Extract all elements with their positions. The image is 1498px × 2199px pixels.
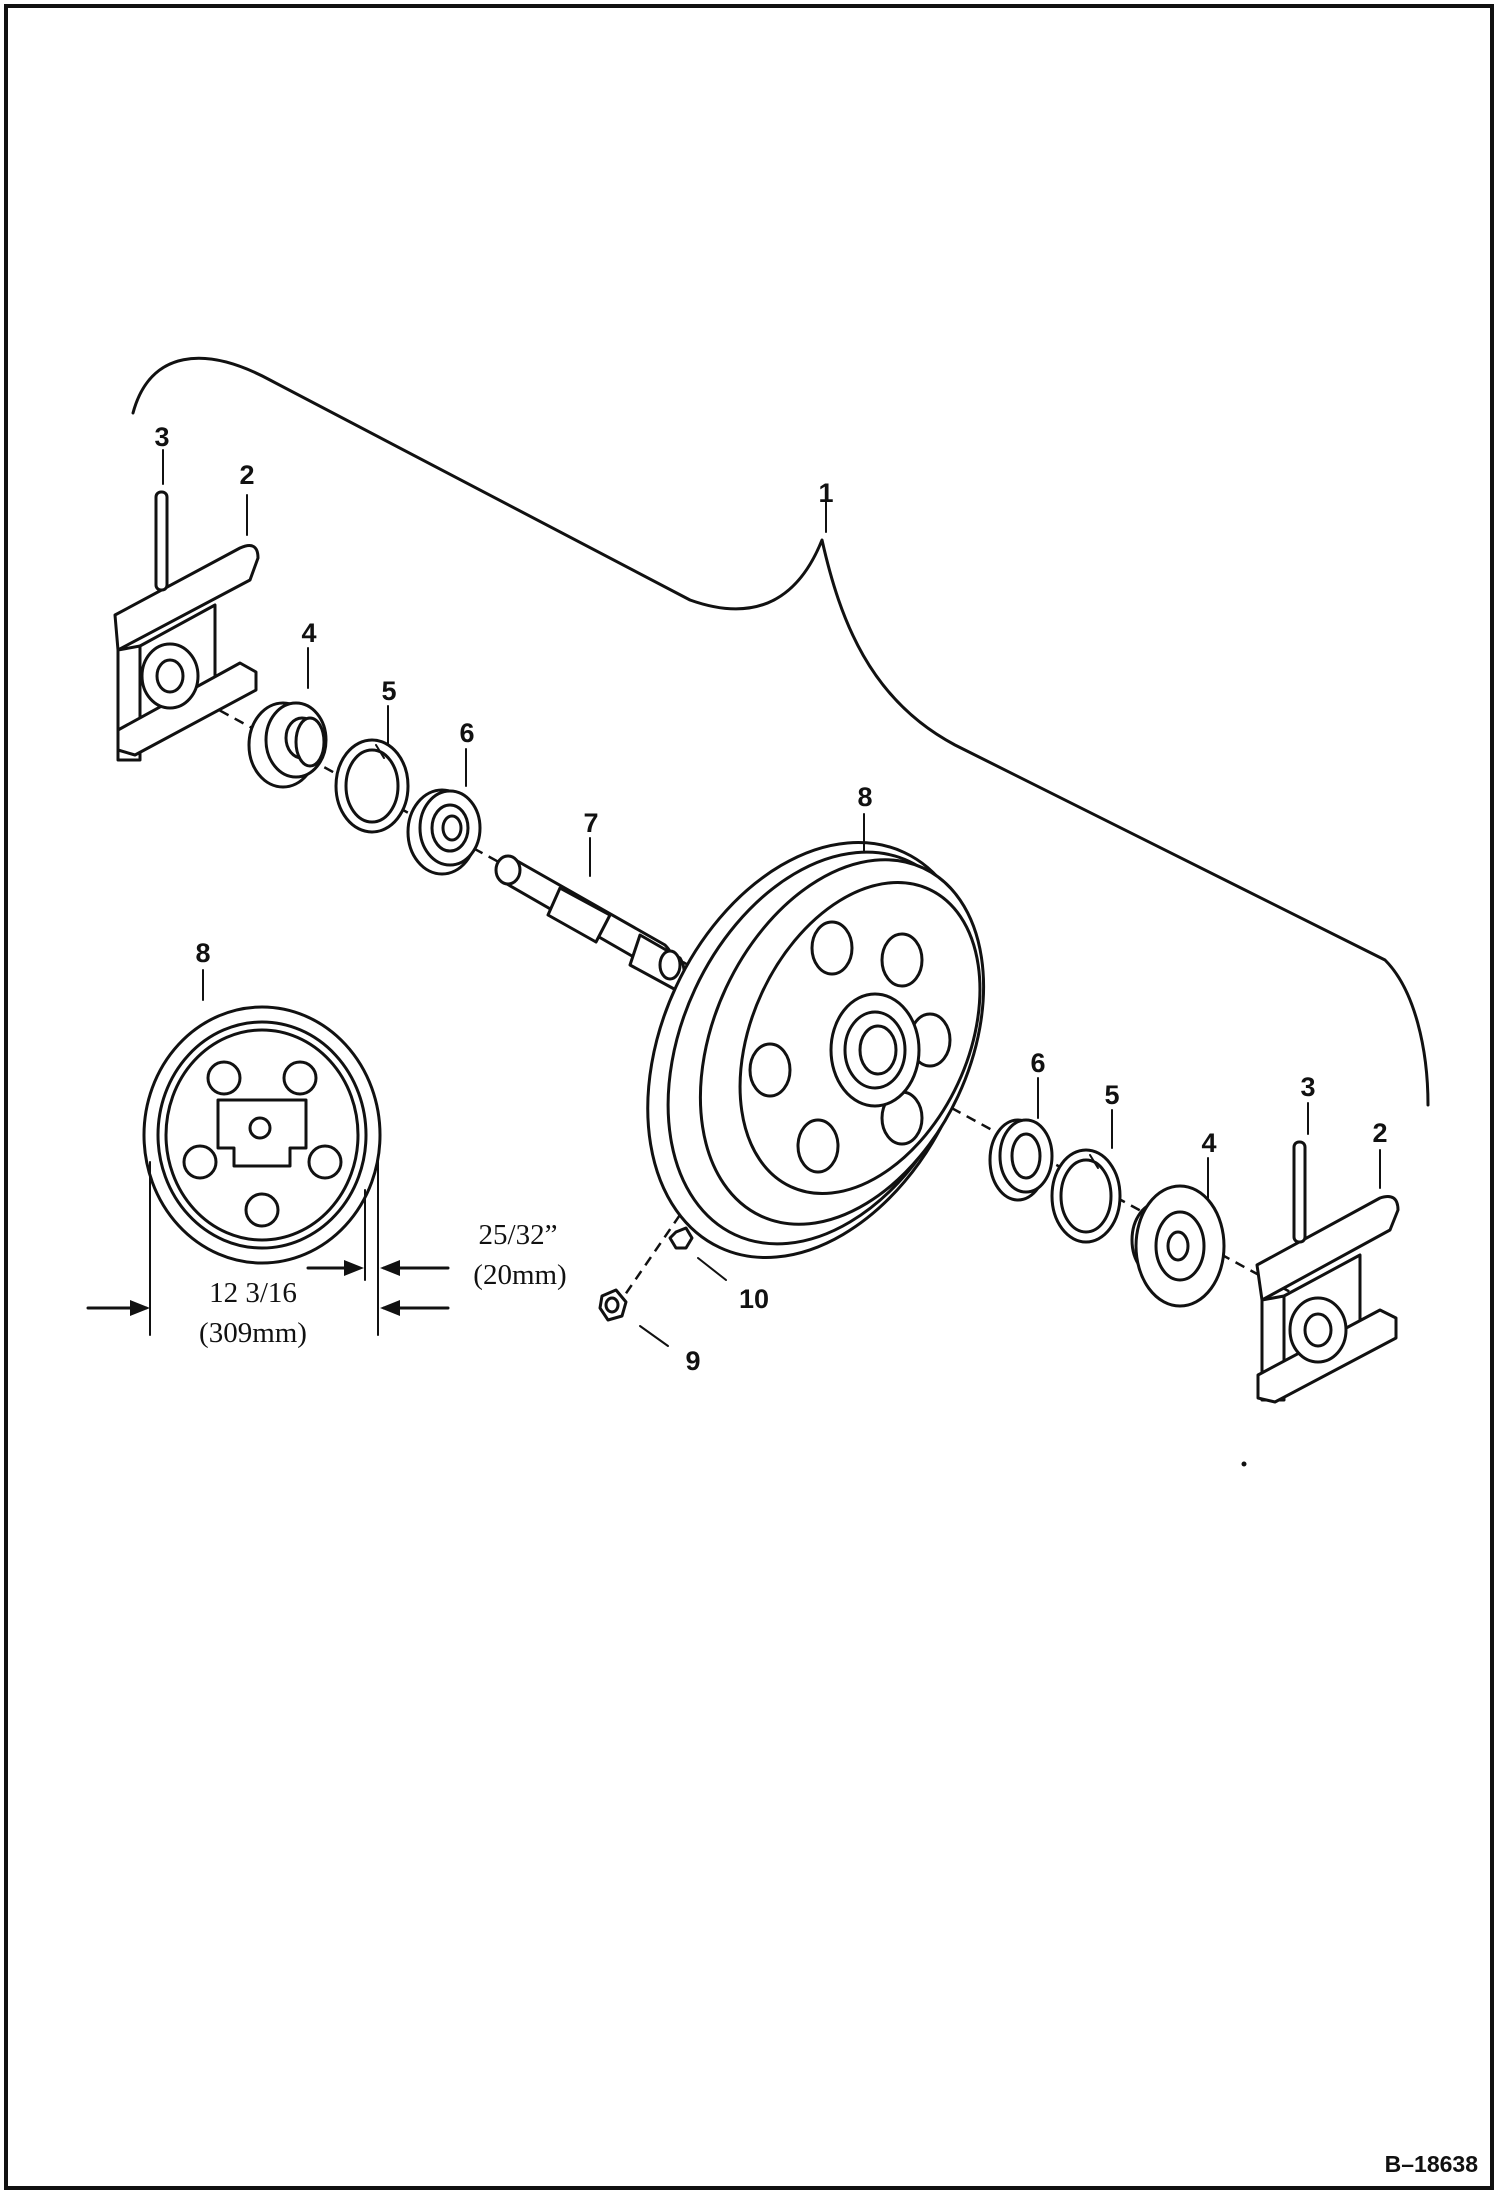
callout-10: 10 — [739, 1284, 769, 1314]
callout-8-inset: 8 — [195, 938, 210, 968]
dim-flange-width-metric: (20mm) — [473, 1259, 566, 1291]
left-pin — [154, 490, 169, 592]
dim-overall-width-metric: (309mm) — [199, 1317, 307, 1349]
right-bearing — [988, 1118, 1054, 1202]
right-seal — [1130, 1184, 1226, 1308]
dimension-lines — [86, 1161, 450, 1336]
dim-overall-width: 12 3/16 — [209, 1277, 297, 1309]
callout-2-right: 2 — [1372, 1118, 1387, 1148]
callout-4-right: 4 — [1201, 1128, 1216, 1158]
callout-4-left: 4 — [301, 618, 316, 648]
nut — [598, 1288, 628, 1322]
left-seal — [247, 701, 328, 789]
callout-3-right: 3 — [1300, 1072, 1315, 1102]
left-snap-ring — [334, 738, 410, 834]
shaft — [494, 854, 686, 992]
right-snap-ring — [1050, 1148, 1122, 1244]
callout-6-left: 6 — [459, 718, 474, 748]
leader-9 — [639, 1325, 669, 1347]
callout-7: 7 — [583, 808, 598, 838]
callout-2-left: 2 — [239, 460, 254, 490]
assembly-brace — [131, 356, 1430, 1107]
callout-9: 9 — [685, 1346, 700, 1376]
leader-10 — [697, 1257, 727, 1281]
right-end-bracket — [1255, 1195, 1400, 1404]
dim-flange-width: 25/32” — [479, 1219, 558, 1251]
callout-8: 8 — [857, 782, 872, 812]
callout-6-right: 6 — [1030, 1048, 1045, 1078]
callout-1: 1 — [818, 478, 833, 508]
inset-idler-front-view — [142, 1005, 382, 1265]
washer — [668, 1226, 694, 1250]
page-border — [4, 4, 1494, 2190]
fastener-axis-line — [616, 1144, 730, 1306]
right-pin — [1292, 1140, 1307, 1244]
callout-5-left: 5 — [381, 676, 396, 706]
left-end-bracket — [113, 544, 260, 762]
idler-wheel — [646, 841, 986, 1259]
callout-3-left: 3 — [154, 422, 169, 452]
stray-dot — [1241, 1461, 1247, 1467]
figure-id: B–18638 — [1385, 2151, 1479, 2177]
callout-5-right: 5 — [1104, 1080, 1119, 1110]
left-bearing — [406, 788, 482, 876]
